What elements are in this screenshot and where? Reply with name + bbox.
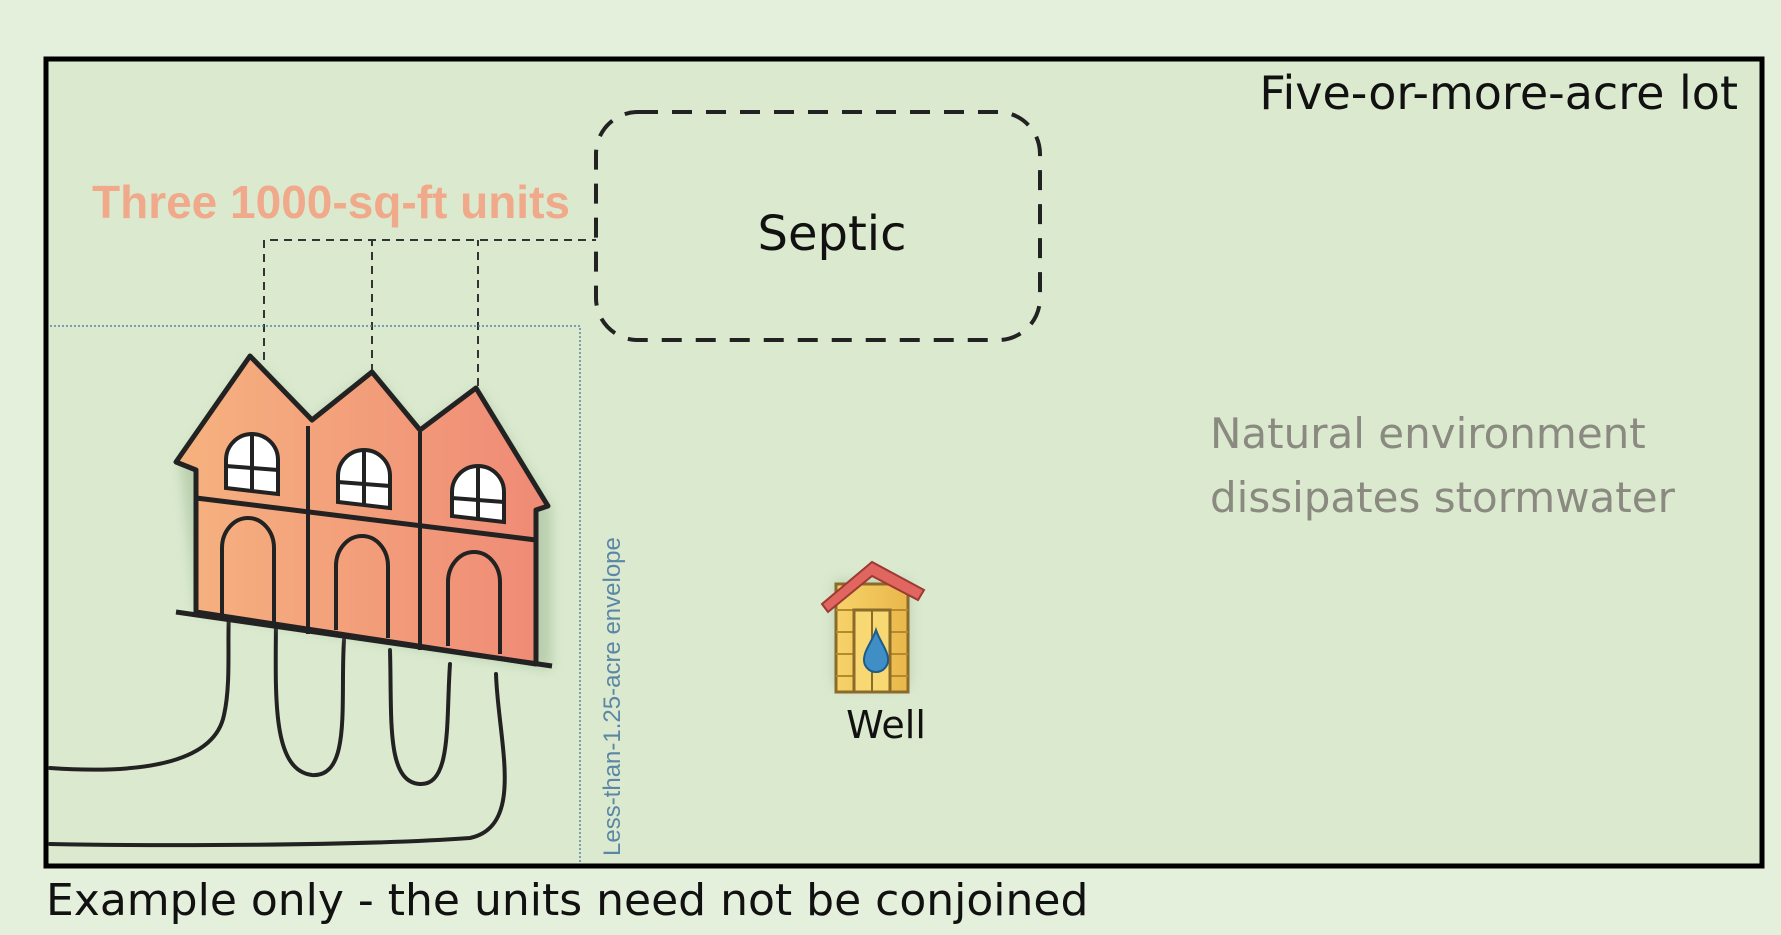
well-label: Well bbox=[846, 703, 926, 747]
natural-environment-line-1: Natural environment bbox=[1210, 409, 1646, 458]
driveway-paths bbox=[48, 598, 507, 848]
natural-environment-line-2: dissipates stormwater bbox=[1210, 473, 1676, 522]
building-envelope bbox=[50, 325, 581, 862]
septic-connectors bbox=[263, 239, 596, 386]
house-icon bbox=[173, 353, 553, 670]
water-drop-icon bbox=[862, 626, 890, 673]
septic-label: Septic bbox=[757, 206, 906, 262]
well-icon bbox=[820, 560, 926, 694]
envelope-label: Less-than-1.25-acre envelope bbox=[599, 537, 626, 856]
house-doors bbox=[220, 516, 502, 654]
units-label: Three 1000-sq-ft units bbox=[92, 176, 570, 228]
septic-area bbox=[594, 110, 1042, 342]
footnote: Example only - the units need not be con… bbox=[46, 875, 1088, 926]
house-windows bbox=[224, 432, 506, 525]
lot-label: Five-or-more-acre lot bbox=[1259, 66, 1738, 120]
